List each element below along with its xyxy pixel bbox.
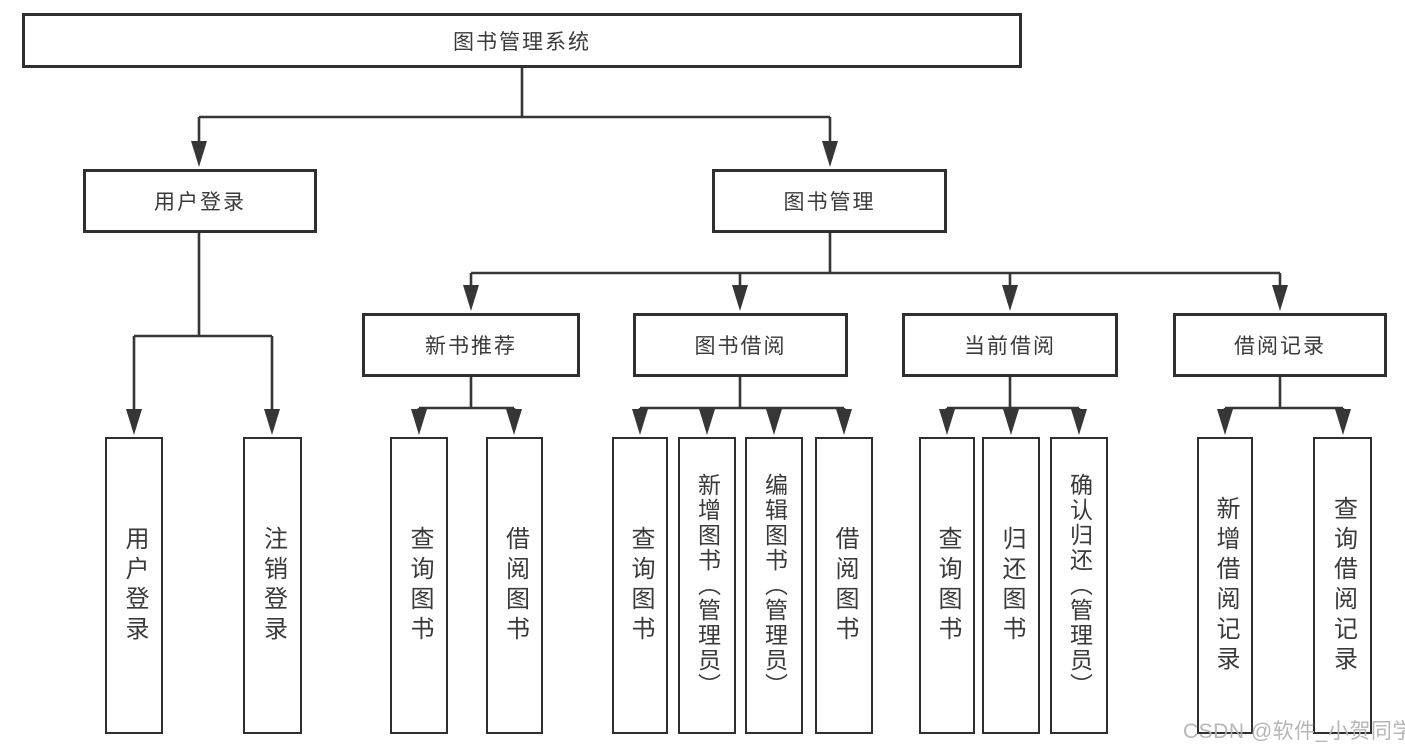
connector-current-borrow-to-leaves xyxy=(939,377,1087,435)
node-borrowing-records: 借阅记录 xyxy=(1173,313,1387,377)
leaf-query-books-borrow: 查询图书 xyxy=(612,437,668,734)
node-user-login: 用户登录 xyxy=(83,169,317,233)
leaf-edit-books-admin: 编辑图书（管理员） xyxy=(745,437,803,734)
connector-user-login-to-leaves xyxy=(126,233,280,435)
leaf-borrow-books: 借阅图书 xyxy=(815,437,873,734)
connector-root-to-level2 xyxy=(191,68,838,167)
leaf-add-borrow-record: 新增借阅记录 xyxy=(1197,437,1253,734)
node-current-borrowing: 当前借阅 xyxy=(902,313,1118,377)
node-book-management: 图书管理 xyxy=(712,169,947,233)
leaf-logout: 注销登录 xyxy=(243,437,302,734)
connector-book-borrow-to-leaves xyxy=(632,377,852,435)
connector-borrow-records-to-leaves xyxy=(1217,377,1351,435)
node-root-library-management-system: 图书管理系统 xyxy=(22,13,1022,68)
node-book-borrowing: 图书借阅 xyxy=(633,313,848,377)
csdn-watermark: CSDN @软件_小贺同学 xyxy=(1183,720,1405,743)
leaf-borrow-books-recommend: 借阅图书 xyxy=(486,437,543,734)
leaf-query-books-current: 查询图书 xyxy=(919,437,975,734)
leaf-query-borrow-record: 查询借阅记录 xyxy=(1313,437,1372,734)
leaf-confirm-return-admin: 确认归还（管理员） xyxy=(1050,437,1108,734)
leaf-add-books-admin: 新增图书（管理员） xyxy=(678,437,736,734)
connector-new-books-to-leaves xyxy=(411,377,522,435)
connector-book-mgmt-to-level3 xyxy=(463,233,1288,311)
node-new-book-recommendation: 新书推荐 xyxy=(362,313,580,377)
leaf-query-books-recommend: 查询图书 xyxy=(390,437,448,734)
leaf-return-books: 归还图书 xyxy=(982,437,1040,734)
leaf-user-login: 用户登录 xyxy=(105,437,163,734)
